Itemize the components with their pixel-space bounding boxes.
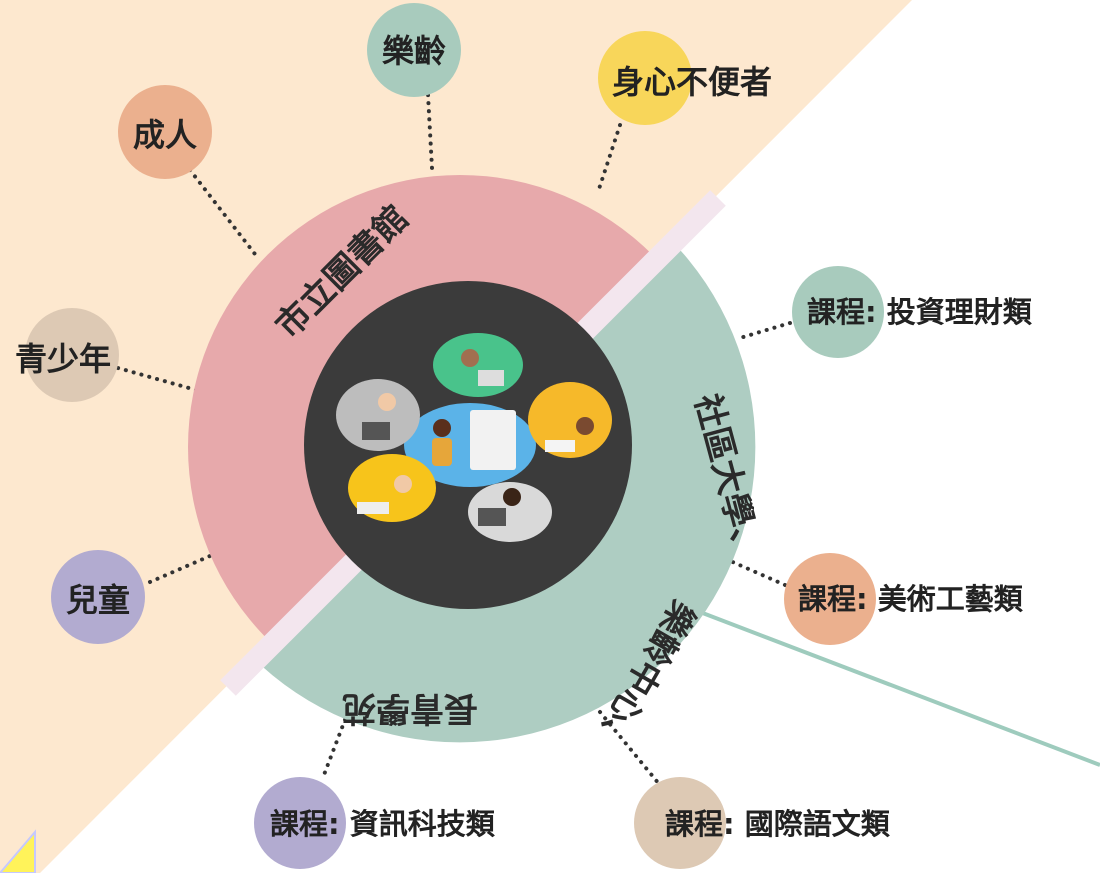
- node-course-language-label: 課程: 國際語文類: [665, 807, 891, 841]
- node-course-it-label: 課程: 資訊科技類: [270, 807, 496, 841]
- node-course-finance[interactable]: 課程: 投資理財類: [792, 266, 1033, 358]
- online-learning-illustration-icon: [336, 333, 612, 542]
- node-children-label: 兒童: [66, 581, 130, 619]
- dotted-connectors: [116, 93, 792, 792]
- node-elderly-label: 樂齡: [382, 32, 446, 70]
- node-course-art[interactable]: 課程: 美術工藝類: [784, 553, 1024, 645]
- node-youth-label: 青少年: [15, 340, 111, 378]
- node-youth[interactable]: 青少年: [15, 308, 119, 402]
- node-adult[interactable]: 成人: [118, 85, 212, 179]
- node-disabled[interactable]: 身心不便者: [598, 31, 772, 125]
- node-children[interactable]: 兒童: [51, 550, 145, 644]
- connector-line: [699, 610, 1100, 767]
- node-elderly[interactable]: 樂齡: [367, 3, 461, 97]
- community-ring-label-3: 長青學苑: [342, 688, 478, 728]
- node-course-art-label: 課程: 美術工藝類: [798, 582, 1024, 616]
- corner-marker: [0, 829, 36, 873]
- node-adult-label: 成人: [133, 116, 197, 154]
- node-course-it[interactable]: 課程: 資訊科技類: [254, 777, 496, 869]
- node-course-finance-label: 課程: 投資理財類: [807, 295, 1033, 329]
- node-course-language[interactable]: 課程: 國際語文類: [634, 777, 891, 869]
- node-disabled-label: 身心不便者: [612, 63, 772, 101]
